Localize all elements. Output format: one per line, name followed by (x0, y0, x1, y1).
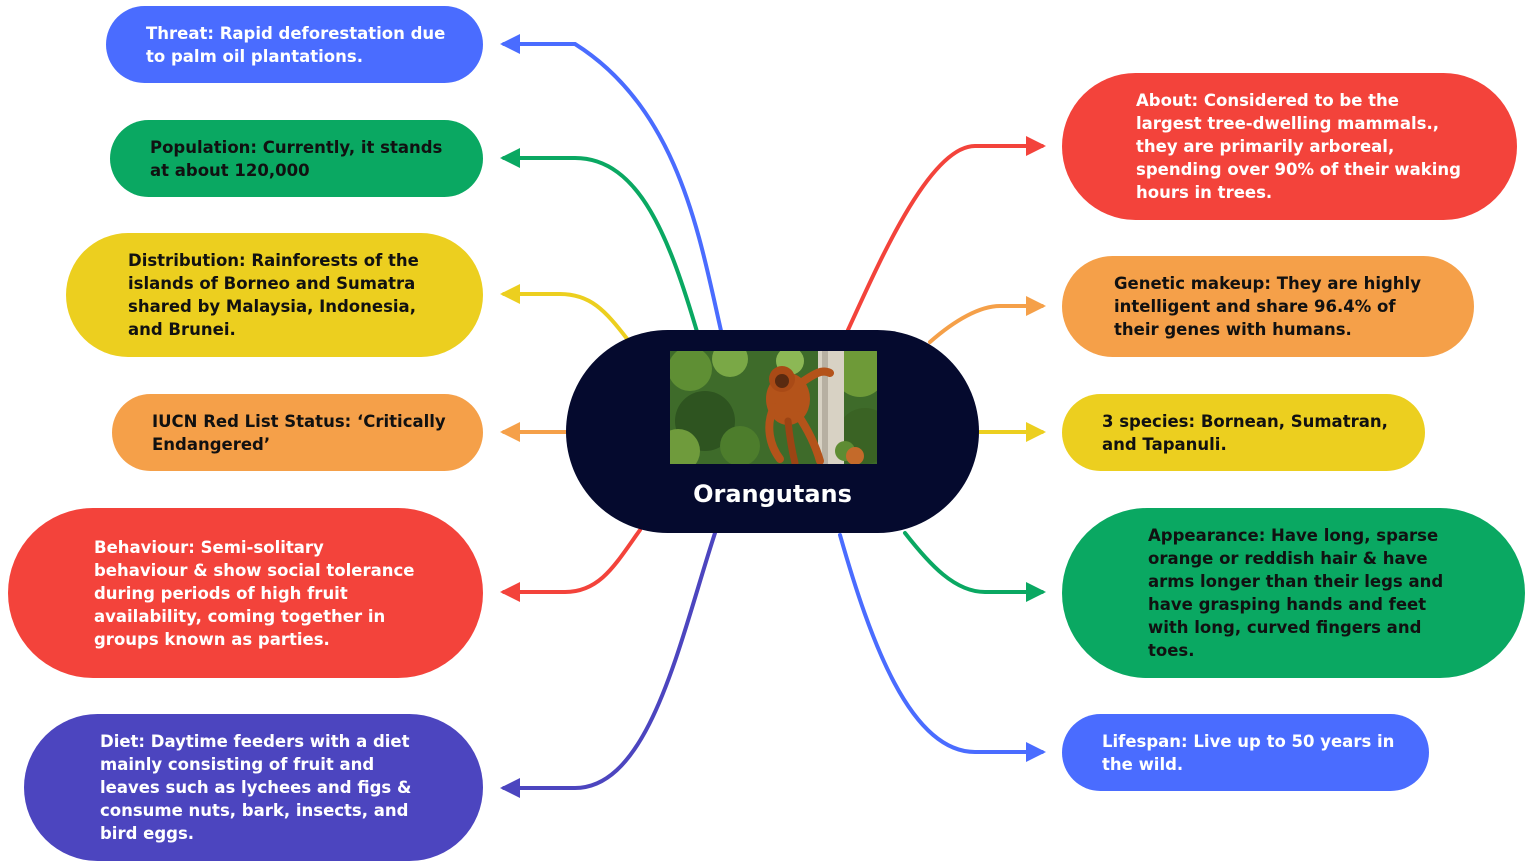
appearance-label: Appearance: (1148, 526, 1266, 545)
about-node: About: Considered to be the largest tree… (1062, 73, 1517, 220)
population-text: Currently, it stands at about 120,000 (150, 137, 443, 180)
lifespan-label: Lifespan: (1102, 731, 1188, 751)
species-node: 3 species: Bornean, Sumatran, and Tapanu… (1062, 394, 1425, 471)
diet-node: Diet: Daytime feeders with a diet mainly… (24, 714, 483, 861)
iucn-node: IUCN Red List Status: ‘Critically Endang… (112, 394, 483, 471)
iucn-text: ‘Critically Endangered’ (152, 411, 446, 454)
diet-text: Daytime feeders with a diet mainly consi… (100, 732, 412, 843)
distribution-label: Distribution: (128, 251, 246, 270)
iucn-label: IUCN Red List Status: (152, 411, 352, 431)
orangutan-photo (670, 351, 877, 464)
species-label: 3 species: (1102, 411, 1196, 431)
population-label: Population: (150, 137, 258, 157)
genetic-text: They are highly intelligent and share 96… (1114, 274, 1421, 339)
lifespan-text: Live up to 50 years in the wild. (1102, 731, 1395, 774)
appearance-text: Have long, sparse orange or reddish hair… (1148, 526, 1444, 660)
behaviour-label: Behaviour: (94, 537, 195, 557)
threat-label: Threat: (146, 23, 214, 43)
behaviour-text: Semi-solitary behaviour & show social to… (94, 537, 415, 649)
behaviour-node: Behaviour: Semi-solitary behaviour & sho… (8, 508, 483, 678)
genetic-label: Genetic makeup: (1114, 274, 1271, 293)
distribution-node: Distribution: Rainforests of the islands… (66, 233, 483, 357)
lifespan-node: Lifespan: Live up to 50 years in the wil… (1062, 714, 1429, 791)
species-text: Bornean, Sumatran, and Tapanuli. (1102, 411, 1388, 454)
threat-text: Rapid deforestation due to palm oil plan… (146, 23, 446, 66)
genetic-connector (928, 296, 1046, 344)
population-node: Population: Currently, it stands at abou… (110, 120, 483, 197)
threat-node: Threat: Rapid deforestation due to palm … (106, 6, 483, 83)
diet-connector (500, 531, 717, 798)
appearance-connector (903, 531, 1046, 602)
lifespan-connector (838, 533, 1046, 762)
behaviour-connector (500, 528, 642, 602)
orangutan-image (670, 351, 877, 464)
distribution-text: Rainforests of the islands of Borneo and… (128, 251, 419, 339)
appearance-node: Appearance: Have long, sparse orange or … (1062, 508, 1525, 678)
population-connector (500, 148, 700, 337)
diet-label: Diet: (100, 732, 146, 751)
about-label: About: (1136, 91, 1199, 110)
distribution-connector (500, 284, 630, 342)
threat-connector (500, 34, 724, 337)
central-title: Orangutans (693, 480, 852, 508)
about-connector (846, 136, 1046, 332)
central-topic[interactable]: Orangutans (566, 330, 979, 533)
about-text: Considered to be the largest tree-dwelli… (1136, 91, 1461, 202)
genetic-node: Genetic makeup: They are highly intellig… (1062, 256, 1474, 357)
